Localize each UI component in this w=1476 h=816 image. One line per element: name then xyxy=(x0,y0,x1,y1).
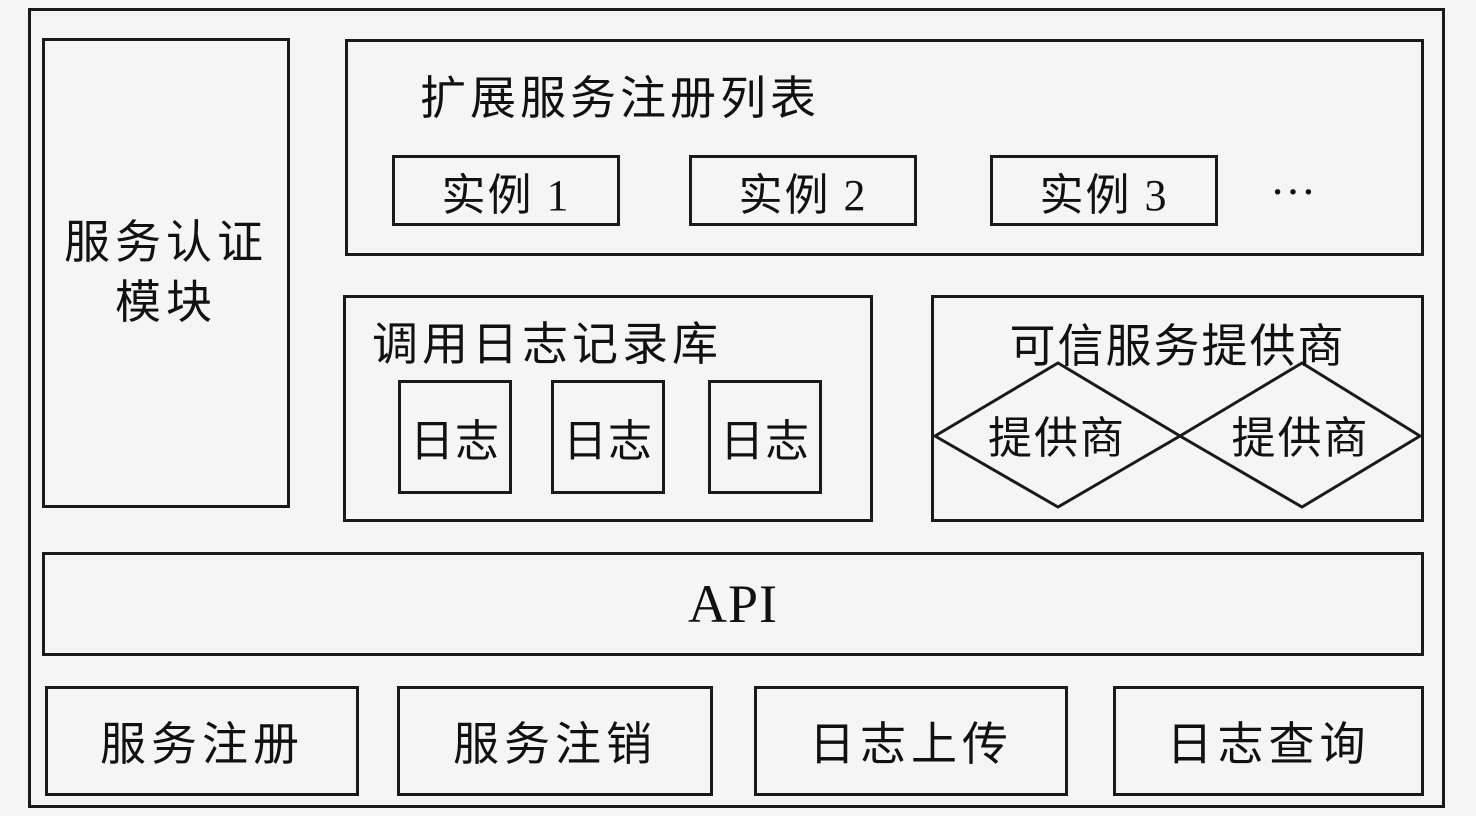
providers-title: 可信服务提供商 xyxy=(1009,321,1346,372)
ellipsis-label: … xyxy=(1270,153,1316,204)
log-3-label: 日志 xyxy=(720,417,810,466)
registry-box: 扩展服务注册列表 实例 1 实例 2 实例 3 … xyxy=(345,39,1424,256)
provider-diamond-2-label: 提供商 xyxy=(1231,414,1370,463)
op-log-query-label: 日志查询 xyxy=(1166,719,1371,770)
instance-box-2: 实例 2 xyxy=(689,155,917,226)
more-instances-ellipsis: … xyxy=(1248,153,1338,226)
auth-module-label-line1: 服务认证 xyxy=(64,217,268,269)
op-service-deregister-label: 服务注销 xyxy=(453,719,657,770)
log-box-2: 日志 xyxy=(551,380,665,494)
provider-diamonds-icon xyxy=(934,361,1421,509)
log-1-label: 日志 xyxy=(410,417,500,466)
log-box-1: 日志 xyxy=(398,380,512,494)
api-label: API xyxy=(687,574,778,634)
api-bar: API xyxy=(42,552,1424,656)
op-box-log-upload: 日志上传 xyxy=(754,686,1068,796)
log-store-title: 调用日志记录库 xyxy=(372,319,722,370)
log-store-box: 调用日志记录库 日志 日志 日志 xyxy=(343,295,873,522)
provider-diamond-1-label: 提供商 xyxy=(988,414,1126,463)
registry-title: 扩展服务注册列表 xyxy=(420,73,820,124)
instance-1-label: 实例 1 xyxy=(441,170,571,220)
instance-2-label: 实例 2 xyxy=(738,170,868,220)
op-service-register-label: 服务注册 xyxy=(100,719,304,770)
op-log-upload-label: 日志上传 xyxy=(809,719,1013,770)
instance-box-3: 实例 3 xyxy=(990,155,1218,226)
op-box-log-query: 日志查询 xyxy=(1113,686,1424,796)
instance-3-label: 实例 3 xyxy=(1039,170,1169,220)
auth-module-box: 服务认证 模块 xyxy=(42,38,290,508)
op-box-service-register: 服务注册 xyxy=(45,686,359,796)
log-box-3: 日志 xyxy=(708,380,822,494)
log-2-label: 日志 xyxy=(563,417,653,466)
auth-module-label-line2: 模块 xyxy=(115,277,217,328)
op-box-service-deregister: 服务注销 xyxy=(397,686,713,796)
instance-box-1: 实例 1 xyxy=(392,155,620,226)
providers-box: 可信服务提供商 提供商 提供商 xyxy=(931,295,1424,522)
platform-frame: 服务认证 模块 扩展服务注册列表 实例 1 实例 2 实例 3 … 调用日志记录… xyxy=(28,8,1445,808)
